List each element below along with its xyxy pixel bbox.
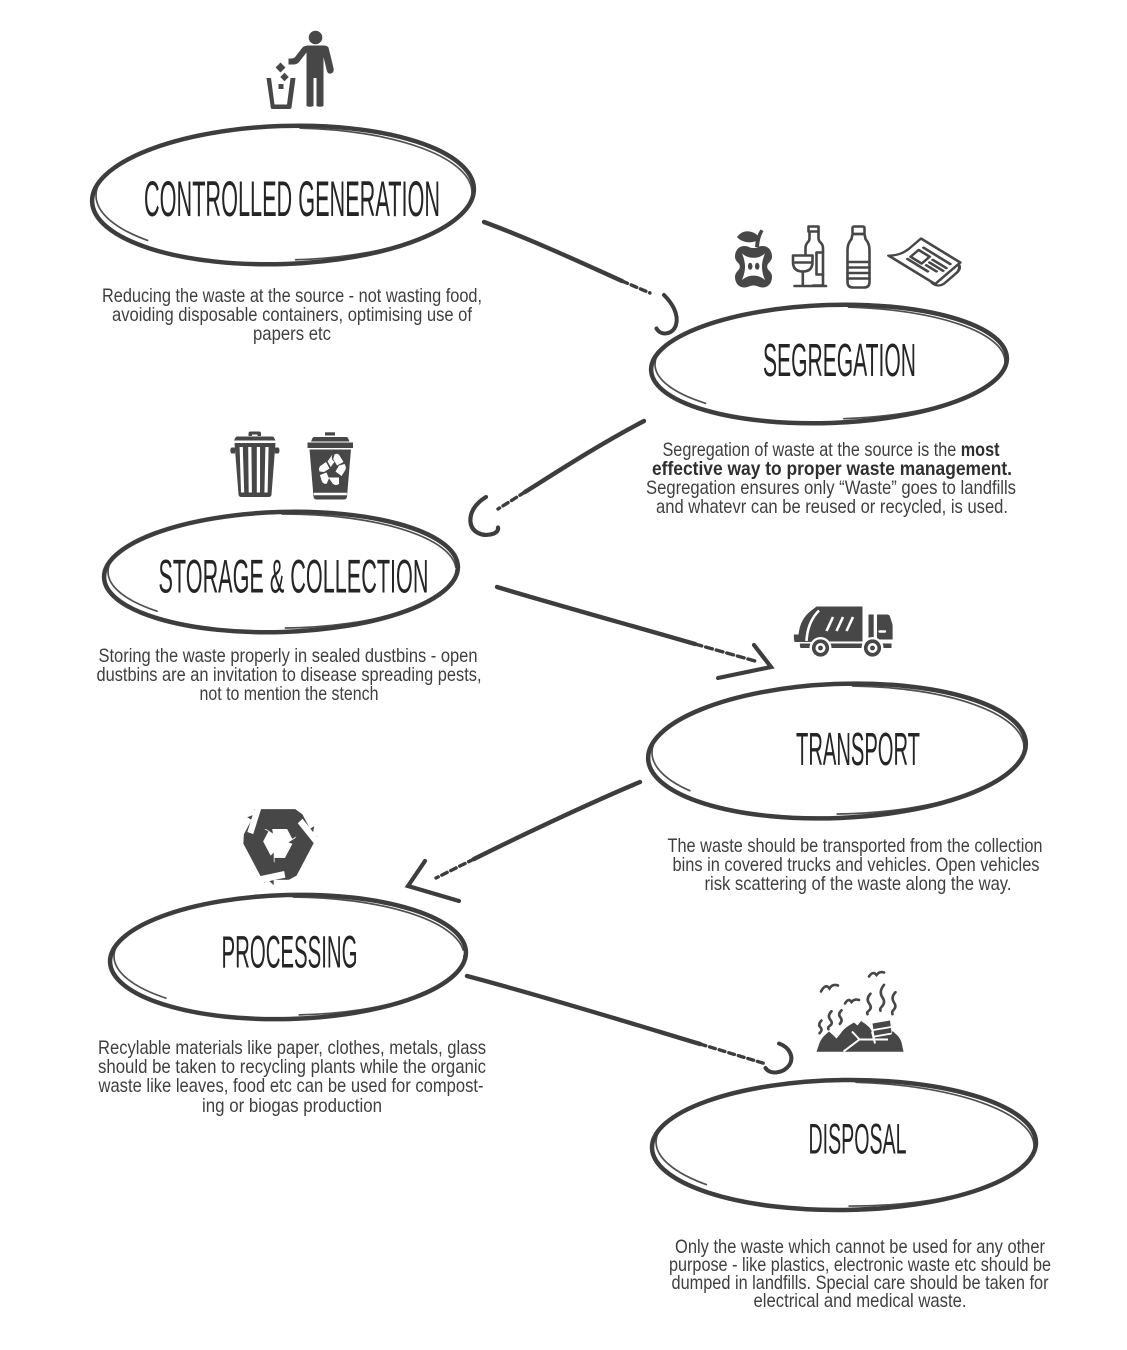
svg-text:Storing the waste properly in: Storing the waste properly in sealed dus… <box>99 645 478 667</box>
svg-text:avoiding disposable containers: avoiding disposable containers, optimisi… <box>112 304 472 326</box>
svg-text:STORAGE & COLLECTION: STORAGE & COLLECTION <box>159 550 429 603</box>
svg-text:waste like leaves, food etc ca: waste like leaves, food etc can be used … <box>98 1075 484 1097</box>
svg-text:TRANSPORT: TRANSPORT <box>796 723 920 775</box>
svg-text:dustbins are an invitation to: dustbins are an invitation to disease sp… <box>97 664 482 686</box>
svg-text:electrical and medical waste.: electrical and medical waste. <box>754 1290 967 1312</box>
svg-text:should be taken to recycling p: should be taken to recycling plants whil… <box>98 1056 486 1078</box>
svg-text:papers etc: papers etc <box>253 323 331 345</box>
svg-text:DISPOSAL: DISPOSAL <box>809 1116 907 1164</box>
svg-text:Segregation of waste at the so: Segregation of waste at the source is th… <box>663 439 1000 461</box>
svg-text:ing or biogas production: ing or biogas production <box>202 1095 382 1117</box>
svg-text:PROCESSING: PROCESSING <box>222 927 358 978</box>
svg-text:Only the waste which cannot be: Only the waste which cannot be used for … <box>675 1236 1045 1258</box>
svg-text:and whatevr can be reused or r: and whatevr can be reused or recycled, i… <box>656 496 1008 518</box>
svg-text:The waste should be transporte: The waste should be transported from the… <box>668 835 1043 857</box>
svg-text:Segregation ensures only “Wast: Segregation ensures only “Waste” goes to… <box>646 477 1016 499</box>
svg-text:not to mention the stench: not to mention the stench <box>200 683 379 705</box>
svg-text:purpose - like plastics, elect: purpose - like plastics, electronic wast… <box>669 1254 1051 1276</box>
svg-text:Reducing the waste at the sour: Reducing the waste at the source - not w… <box>102 285 482 307</box>
svg-text:dumped in landfills. Special c: dumped in landfills. Special care should… <box>672 1272 1049 1294</box>
svg-text:effective way to proper waste: effective way to proper waste management… <box>652 458 1012 480</box>
svg-text:risk scattering of the waste a: risk scattering of the waste along the w… <box>705 873 1012 895</box>
svg-text:bins in covered trucks and veh: bins in covered trucks and vehicles. Ope… <box>673 854 1040 876</box>
svg-text:Recylable materials like paper: Recylable materials like paper, clothes,… <box>98 1037 486 1059</box>
svg-text:SEGREGATION: SEGREGATION <box>763 334 916 386</box>
svg-text:CONTROLLED GENERATION: CONTROLLED GENERATION <box>144 171 440 227</box>
